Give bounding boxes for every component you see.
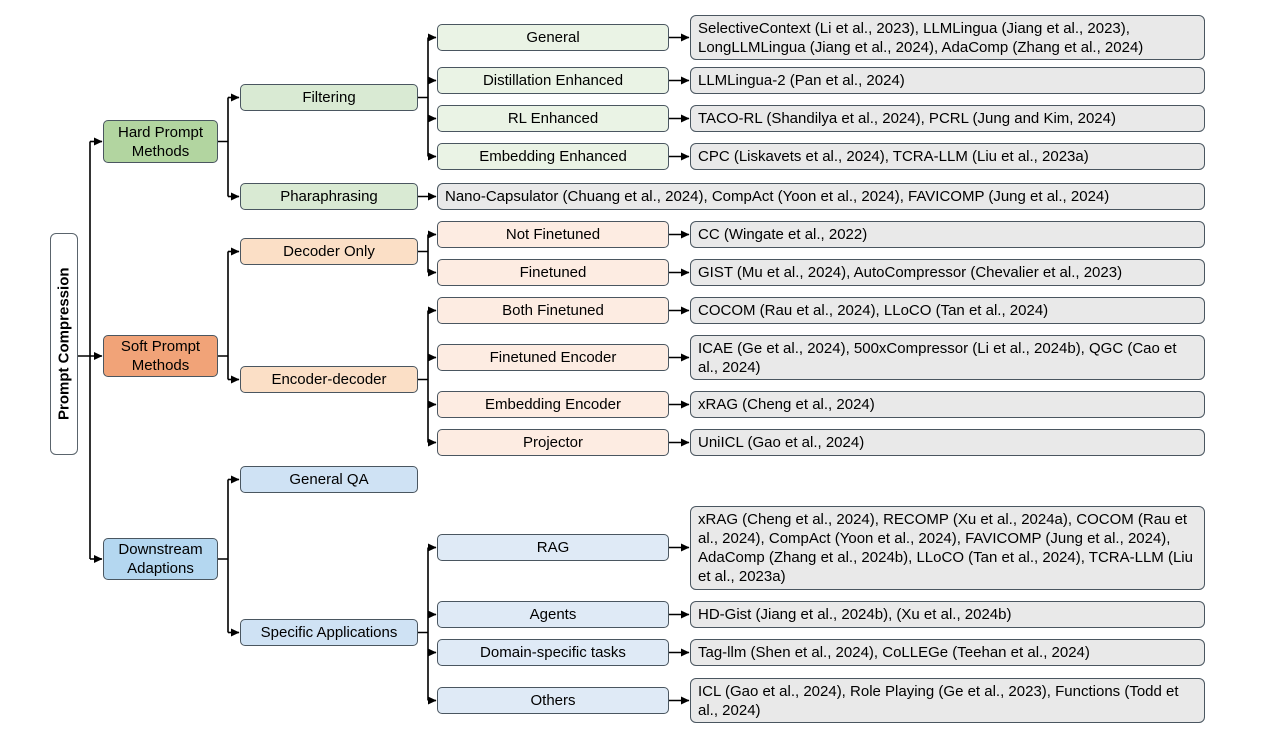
node-general-qa: General QA [240,466,418,493]
node-pharaphrasing: Pharaphrasing [240,183,418,210]
citation-agents: HD-Gist (Jiang et al., 2024b), (Xu et al… [690,601,1205,628]
node-finetuned: Finetuned [437,259,669,286]
citation-domain-specific-tasks: Tag-llm (Shen et al., 2024), CoLLEGe (Te… [690,639,1205,666]
citation-embedding-encoder: xRAG (Cheng et al., 2024) [690,391,1205,418]
citation-finetuned-encoder: ICAE (Ge et al., 2024), 500xCompressor (… [690,335,1205,380]
citation-projector: UniICL (Gao et al., 2024) [690,429,1205,456]
node-domain-specific-tasks: Domain-specific tasks [437,639,669,666]
citation-rag: xRAG (Cheng et al., 2024), RECOMP (Xu et… [690,506,1205,590]
node-specific-applications: Specific Applications [240,619,418,646]
node-agents: Agents [437,601,669,628]
node-both-finetuned: Both Finetuned [437,297,669,324]
node-others: Others [437,687,669,714]
node-encoder-decoder: Encoder-decoder [240,366,418,393]
citation-distillation-enhanced: LLMLingua-2 (Pan et al., 2024) [690,67,1205,94]
citation-not-finetuned: CC (Wingate et al., 2022) [690,221,1205,248]
citation-general: SelectiveContext (Li et al., 2023), LLML… [690,15,1205,60]
node-prompt-compression: Prompt Compression [50,233,78,455]
node-not-finetuned: Not Finetuned [437,221,669,248]
node-general: General [437,24,669,51]
node-embedding-encoder: Embedding Encoder [437,391,669,418]
node-projector: Projector [437,429,669,456]
citation-both-finetuned: COCOM (Rau et al., 2024), LLoCO (Tan et … [690,297,1205,324]
node-rl-enhanced: RL Enhanced [437,105,669,132]
node-rag: RAG [437,534,669,561]
citation-embedding-enhanced: CPC (Liskavets et al., 2024), TCRA-LLM (… [690,143,1205,170]
citation-pharaphrasing: Nano-Capsulator (Chuang et al., 2024), C… [437,183,1205,210]
node-soft-prompt-methods: Soft Prompt Methods [103,335,218,377]
citation-others: ICL (Gao et al., 2024), Role Playing (Ge… [690,678,1205,723]
node-finetuned-encoder: Finetuned Encoder [437,344,669,371]
citation-finetuned: GIST (Mu et al., 2024), AutoCompressor (… [690,259,1205,286]
node-filtering: Filtering [240,84,418,111]
node-hard-prompt-methods: Hard Prompt Methods [103,120,218,163]
node-downstream-adaptions: Downstream Adaptions [103,538,218,580]
citation-rl-enhanced: TACO-RL (Shandilya et al., 2024), PCRL (… [690,105,1205,132]
node-distillation-enhanced: Distillation Enhanced [437,67,669,94]
node-embedding-enhanced: Embedding Enhanced [437,143,669,170]
node-decoder-only: Decoder Only [240,238,418,265]
